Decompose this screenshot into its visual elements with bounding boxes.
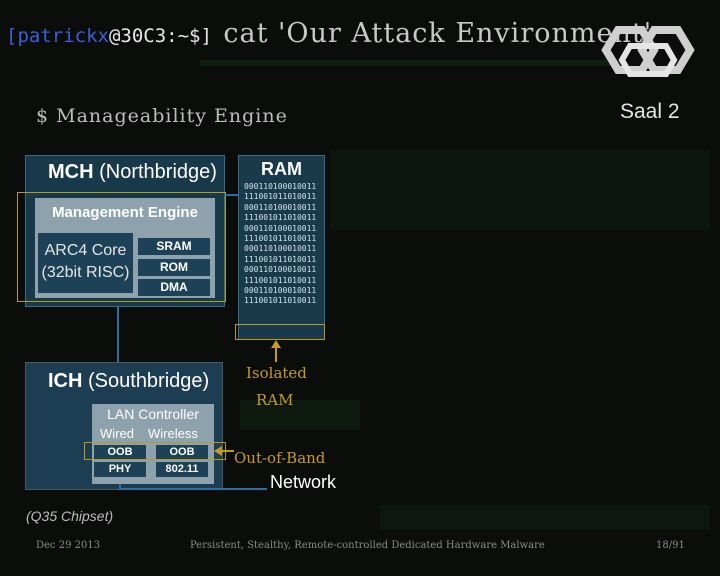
ram-title: RAM: [261, 159, 302, 179]
out-of-band-label: Out-of-Band: [234, 449, 326, 467]
footer-date: Dec 29 2013: [36, 540, 101, 551]
wireless-label: Wireless: [148, 426, 198, 441]
oob-wired-cell: OOB: [94, 445, 146, 460]
mch-ram-link: [224, 194, 240, 196]
ram-label: RAM: [256, 391, 294, 409]
mch-ich-link: [117, 307, 119, 363]
mch-title: MCH (Northbridge): [48, 161, 217, 183]
ich-title: ICH (Southbridge): [48, 370, 210, 392]
section-subtitle: $ Manageability Engine: [36, 105, 288, 127]
me-highlight-frame: [17, 192, 226, 302]
glitch-strip: [380, 505, 710, 530]
oob-highlight-frame: [84, 442, 226, 460]
lan-controller-box: LAN Controller Wired Wireless OOB OOB PH…: [92, 404, 214, 484]
footer-page: 18/91: [656, 540, 685, 551]
chipset-caption: (Q35 Chipset): [26, 508, 114, 524]
me-title: Management Engine: [52, 204, 198, 221]
prompt-command: cat 'Our Attack Environment': [223, 18, 653, 49]
isolated-arrow-icon: [271, 340, 281, 362]
core-line1: ARC4 Core: [44, 242, 127, 259]
network-label: Network: [270, 472, 337, 492]
footer-title: Persistent, Stealthy, Remote-controlled …: [190, 540, 545, 551]
arc4-core-box: ARC4 Core (32bit RISC): [38, 233, 133, 293]
sram-block: SRAM: [138, 238, 210, 255]
isolated-label: Isolated: [246, 364, 307, 382]
glitch-strip: [330, 150, 710, 230]
oob-wireless-cell: OOB: [156, 445, 208, 460]
glitch-strip: [240, 400, 360, 430]
management-engine-box: Management Engine ARC4 Core (32bit RISC)…: [35, 198, 215, 298]
slide-title: [patrickx@30C3:~$] cat 'Our Attack Envir…: [6, 18, 652, 49]
wired-label: Wired: [100, 426, 134, 441]
room-label: Saal 2: [620, 100, 680, 123]
prompt-host: @30C3:~$]: [108, 25, 212, 47]
glitch-strip: [200, 60, 620, 66]
30c3-logo-icon: [601, 26, 695, 77]
lan-title: LAN Controller: [107, 406, 199, 422]
network-link: [119, 488, 267, 490]
rom-block: ROM: [138, 259, 210, 276]
wifi-cell: 802.11: [156, 462, 208, 477]
isolated-ram-frame: [235, 324, 325, 340]
dma-block: DMA: [138, 279, 210, 296]
phy-cell: PHY: [94, 462, 146, 477]
core-line2: (32bit RISC): [41, 264, 130, 281]
prompt-user: [patrickx: [6, 25, 109, 47]
oob-arrow-icon: [214, 446, 234, 456]
phy-network-link: [119, 484, 121, 490]
